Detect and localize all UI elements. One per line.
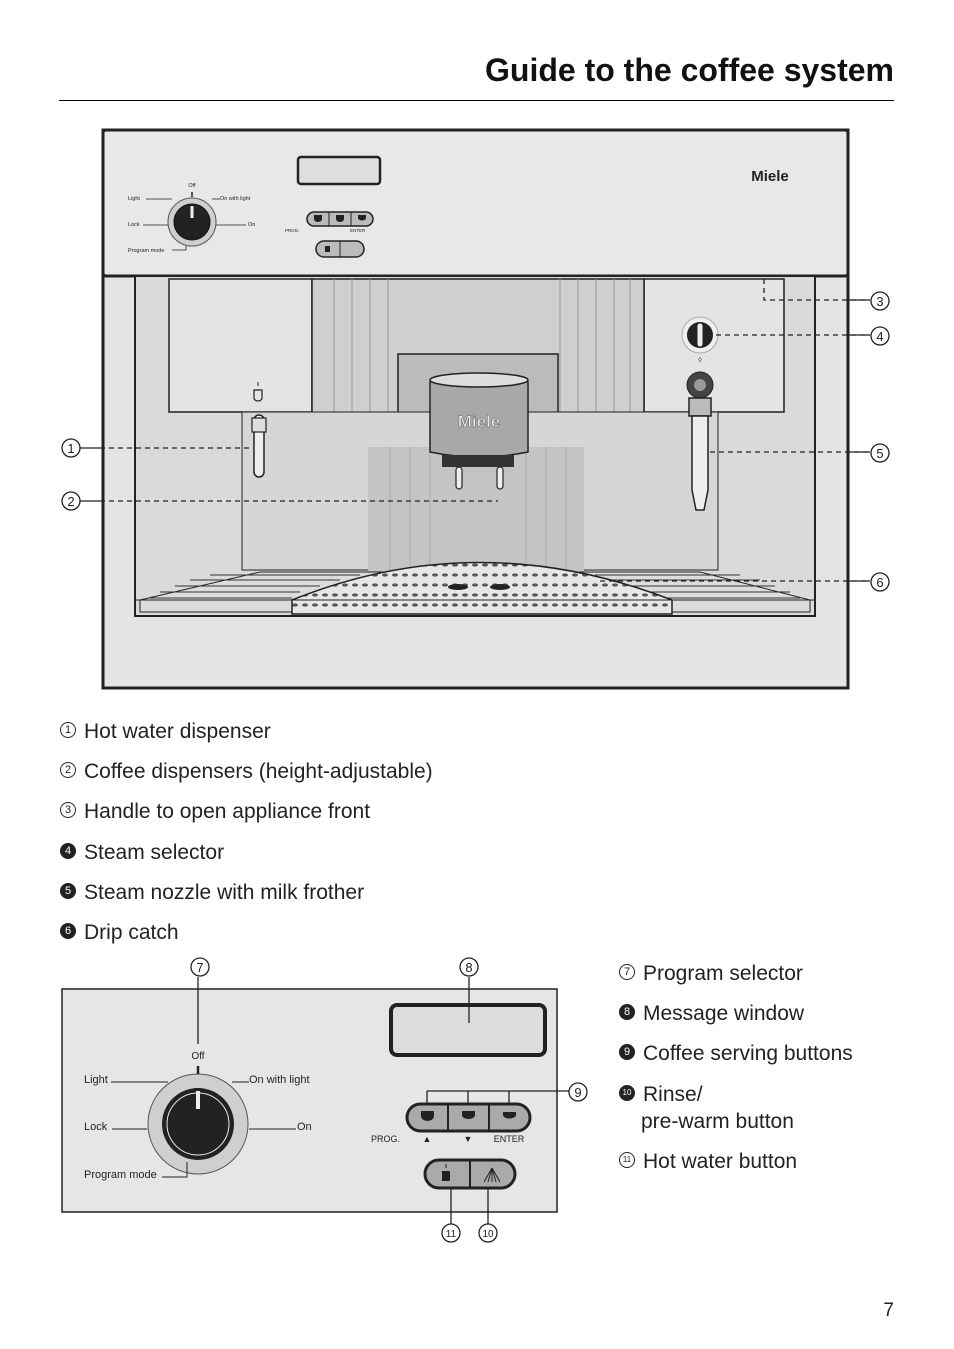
callout-3: 3 [876, 294, 883, 309]
legend-text-4: Steam selector [84, 841, 225, 864]
label-enter: ENTER [494, 1134, 525, 1144]
callout-4: 4 [876, 329, 883, 344]
label-on: On [297, 1121, 312, 1133]
legend-item-1: 1 Hot water dispenser [60, 718, 271, 745]
label-prog: PROG. [371, 1134, 400, 1144]
legend-text-7: Program selector [643, 962, 803, 985]
callout-1: 1 [67, 441, 74, 456]
legend-num-6: 6 [60, 923, 76, 939]
callout-8: 8 [465, 960, 472, 975]
legend-text-3: Handle to open appliance front [84, 800, 371, 823]
legend-text-8: Message window [643, 1002, 805, 1025]
legend-text-10-line2: pre-warm button [641, 1110, 794, 1133]
legend-item-6: 6 Drip catch [60, 919, 179, 946]
legend-item-9: 9 Coffee serving buttons [619, 1040, 853, 1067]
legend-text-2: Coffee dispensers (height-adjustable) [84, 760, 433, 783]
small-label-program-mode: Program mode [128, 248, 164, 254]
legend-item-11: 11 Hot water button [619, 1148, 797, 1175]
label-light: Light [84, 1074, 108, 1086]
legend-text-6: Drip catch [84, 921, 179, 944]
svg-text:◊: ◊ [698, 357, 702, 364]
callout-5: 5 [876, 446, 883, 461]
legend-num-11: 11 [619, 1152, 635, 1168]
callout-2: 2 [67, 494, 74, 509]
legend-item-10: 10 Rinse/ pre-warm button [619, 1081, 794, 1135]
callout-6: 6 [876, 575, 883, 590]
small-label-light: Light [128, 196, 140, 202]
legend-num-4: 4 [60, 843, 76, 859]
legend-text-1: Hot water dispenser [84, 720, 271, 743]
legend-text-11: Hot water button [643, 1150, 798, 1173]
callout-11: 11 [446, 1229, 457, 1240]
legend-item-8: 8 Message window [619, 1000, 804, 1027]
legend-num-2: 2 [60, 762, 76, 778]
legend-num-7: 7 [619, 964, 635, 980]
label-arrow-down: ▼ [464, 1134, 473, 1144]
label-arrow-up: ▲ [423, 1134, 432, 1144]
callout-9: 9 [574, 1085, 581, 1100]
legend-text-10: Rinse/ [643, 1083, 703, 1106]
control-strip [101, 128, 850, 278]
brand-logo: Miele [751, 168, 789, 185]
label-off: Off [191, 1051, 204, 1062]
legend-num-3: 3 [60, 802, 76, 818]
legend-num-5: 5 [60, 883, 76, 899]
page-number: 7 [883, 1300, 894, 1321]
small-label-off: Off [188, 183, 196, 189]
label-on-with-light: On with light [249, 1074, 310, 1086]
small-label-on: On [248, 222, 255, 228]
legend-item-4: 4 Steam selector [60, 839, 224, 866]
callout-10: 10 [482, 1229, 494, 1240]
legend-text-10-block: Rinse/ pre-warm button [641, 1081, 794, 1135]
message-window [389, 1003, 547, 1057]
legend-item-7: 7 Program selector [619, 960, 803, 987]
legend-num-1: 1 [60, 722, 76, 738]
callout-7: 7 [196, 960, 203, 975]
dispenser-brand: Miele [458, 412, 501, 431]
small-label-enter: ENTER [350, 228, 366, 233]
legend-text-9: Coffee serving buttons [643, 1042, 853, 1065]
legend-num-10: 10 [619, 1085, 635, 1101]
small-label-lock: Lock [128, 222, 140, 228]
label-lock: Lock [84, 1121, 108, 1133]
legend-item-2: 2 Coffee dispensers (height-adjustable) [60, 758, 433, 785]
legend-num-9: 9 [619, 1044, 635, 1060]
legend-item-3: 3 Handle to open appliance front [60, 798, 370, 825]
legend-text-5: Steam nozzle with milk frother [84, 881, 365, 904]
small-message-window [296, 155, 382, 186]
legend-num-8: 8 [619, 1004, 635, 1020]
title-rule [59, 100, 894, 101]
legend-item-5: 5 Steam nozzle with milk frother [60, 879, 364, 906]
label-program-mode: Program mode [84, 1169, 157, 1181]
small-label-prog: PROG. [285, 228, 300, 233]
small-label-on-with-light: On with light [220, 196, 251, 202]
page-title: Guide to the coffee system [485, 52, 894, 88]
